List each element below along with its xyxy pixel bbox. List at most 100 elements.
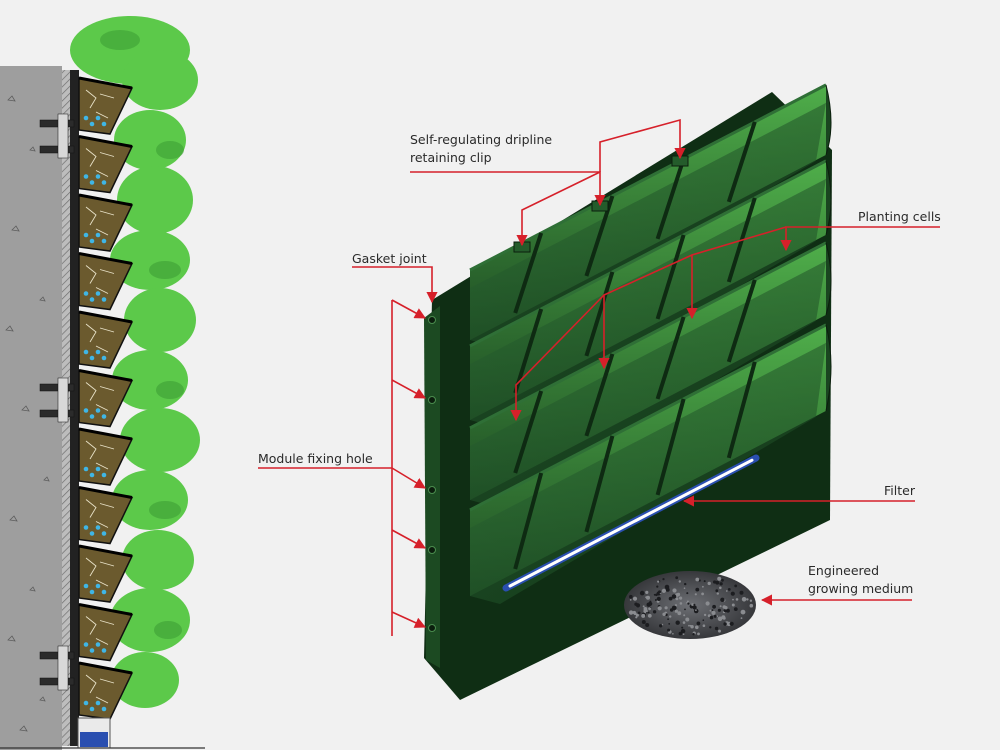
water-droplet [89,472,95,478]
gravel-grain [646,612,648,614]
gravel-grain [671,594,677,599]
cell-divider [513,308,544,394]
gravel-grain [657,606,662,611]
planting-cell-row [469,83,832,348]
water-droplet [89,531,95,536]
water-droplet [83,642,89,647]
water-droplet [89,706,95,712]
planting-pocket [78,603,134,662]
gravel-grain [657,580,660,583]
gravel-grain [680,628,686,634]
fixing-brackets [39,113,75,691]
gravel-grain [725,590,728,592]
water-droplet [89,121,95,127]
gravel-grain [729,621,734,626]
cell-divider [726,279,757,363]
gravel-grain [696,621,701,626]
water-droplet [95,583,101,589]
row-front-lip [470,260,826,508]
planting-cell-row [469,323,832,604]
row-side-cap [825,160,832,236]
gravel-grain [668,596,673,601]
gravel-grain [702,585,704,588]
gravel-grain [721,578,724,582]
gravel-grain [682,621,686,624]
planting-pocket [78,193,134,252]
water-droplet [101,121,107,127]
row-top-rim [469,241,827,430]
gravel-grain [687,602,690,605]
pocket-roots [85,440,115,470]
gravel-grain [656,585,659,588]
gravel-grain [702,619,705,621]
gravel-grain [711,609,714,612]
pocket-lip [78,661,133,675]
pocket-roots [85,674,115,704]
gravel-grain [675,576,679,580]
pocket-lip [78,193,133,207]
gravel-grain [693,603,696,606]
water-droplet [101,414,107,419]
gravel-grain [635,613,639,617]
gravel-grain [719,586,722,590]
gravel-grain [628,610,634,615]
pocket-lip [78,603,133,616]
row-top-rim [469,83,827,272]
planting-pocket [78,544,134,603]
gravel-grain [632,596,638,601]
water-droplet [83,174,89,179]
gravel-grain [665,587,670,592]
planting-pocket [78,310,134,369]
planting-pocket [78,252,134,311]
gravel-grain [667,628,671,632]
gravel-grain [629,594,633,599]
gravel-grain [724,606,728,610]
gravel-grain [686,600,689,603]
row-side-cap [825,324,832,411]
water-droplet [101,589,107,595]
gravel-grain [732,598,734,601]
gravel-grain [682,633,685,635]
water-droplet [101,648,107,653]
pocket-roots [85,616,115,645]
gravel-grain [734,584,738,588]
pocket-lip [78,369,133,382]
gravel-grain [727,588,731,591]
row-top-rim [469,323,827,512]
pocket-lip [78,252,133,265]
gravel-grain [692,633,695,636]
gravel-grain [634,602,638,606]
planting-pocket [78,661,134,720]
gravel-grain [653,593,656,596]
row-side-cap [825,84,832,156]
gravel-grain [675,620,680,625]
gravel-grain [709,615,714,620]
gravel-grain [711,610,716,616]
gravel-grain [703,580,706,583]
mount-strip [70,70,79,746]
pocket-roots [85,148,115,177]
row-front-lip [470,342,826,604]
gravel-grain [707,581,711,586]
gravel-grain [667,618,669,621]
gravel-grain [661,588,667,594]
gravel-grain [648,607,651,611]
concrete-speckles [5,95,50,732]
gravel-grain [713,614,717,618]
gravel-grain [672,588,677,593]
foliage-shading [100,30,184,639]
gravel-grain [656,596,661,602]
gravel-grain [674,609,679,613]
water-droplet [101,180,107,185]
water-droplet [95,349,101,355]
gravel-grain [681,626,684,629]
label-dripline-clip-line2: retaining clip [410,150,492,165]
drainage-tray [77,717,111,749]
gravel-grain [739,590,744,595]
gravel-grain [703,613,707,617]
gravel-grain [639,590,645,596]
pocket-roots [85,499,115,528]
gravel-grain [695,609,697,611]
pocket-roots [85,206,115,236]
